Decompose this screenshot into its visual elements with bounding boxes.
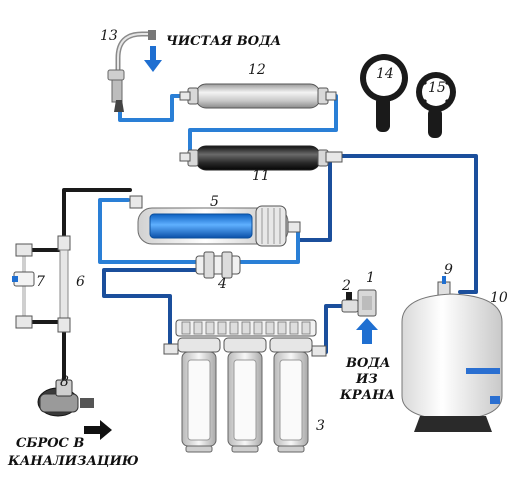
post-carbon-filter-12 [179, 83, 337, 109]
tube-membrane-out [238, 226, 300, 264]
label-4: 4 [218, 276, 227, 292]
tube-11-to-tank [338, 154, 478, 294]
tap-water-arrow [356, 318, 378, 344]
label-12: 12 [248, 62, 266, 78]
label-14: 14 [376, 66, 394, 82]
tube-11-tee-down [298, 158, 332, 242]
prefilter-housing-3 [269, 337, 313, 453]
storage-tank-10 [401, 276, 503, 432]
label-15: 15 [428, 80, 446, 96]
caption-tap-water-1: ВОДА [346, 356, 391, 371]
label-11: 11 [252, 168, 270, 184]
drain-saddle-8 [37, 379, 112, 440]
label-2: 2 [342, 278, 351, 294]
tube-valve-to-prefilter [102, 268, 198, 350]
prefilter-housing-1 [177, 337, 221, 453]
label-3: 3 [316, 418, 325, 434]
label-7: 7 [36, 274, 45, 290]
label-13: 13 [100, 28, 118, 44]
label-9: 9 [444, 262, 453, 278]
auto-shutoff-valve-4 [195, 251, 241, 279]
membrane-wrench-14 [360, 54, 408, 132]
filter-11 [179, 145, 343, 171]
inlet-valve-2 [341, 292, 359, 313]
housing-wrench-15 [416, 72, 456, 138]
prefilter-block-3 [163, 319, 327, 453]
tube-drain-black [62, 188, 132, 238]
membrane-housing-5 [129, 195, 301, 247]
drain-arrow [84, 420, 112, 440]
caption-tap-water-3: КРАНА [340, 388, 396, 403]
label-8: 8 [60, 374, 69, 390]
label-6: 6 [76, 274, 85, 290]
clean-water-arrow [144, 46, 162, 72]
prefilter-housing-2 [223, 337, 267, 453]
flow-restrictor-6 [57, 235, 71, 333]
faucet [107, 30, 162, 112]
caption-tap-water-2: ИЗ [356, 372, 378, 387]
label-10: 10 [490, 290, 508, 306]
caption-drain-1: СБРОС В [16, 436, 85, 451]
tube-faucet-line [118, 90, 188, 122]
inlet-adapter-1 [356, 289, 378, 344]
label-1: 1 [366, 270, 375, 286]
label-5: 5 [210, 194, 219, 210]
flush-valve-7 [12, 243, 35, 329]
tube-prefilter-to-inlet [316, 304, 346, 354]
caption-drain-2: КАНАЛИЗАЦИЮ [8, 454, 139, 469]
tube-membrane-in [98, 198, 198, 264]
caption-clean-water: ЧИСТАЯ ВОДА [166, 34, 282, 49]
